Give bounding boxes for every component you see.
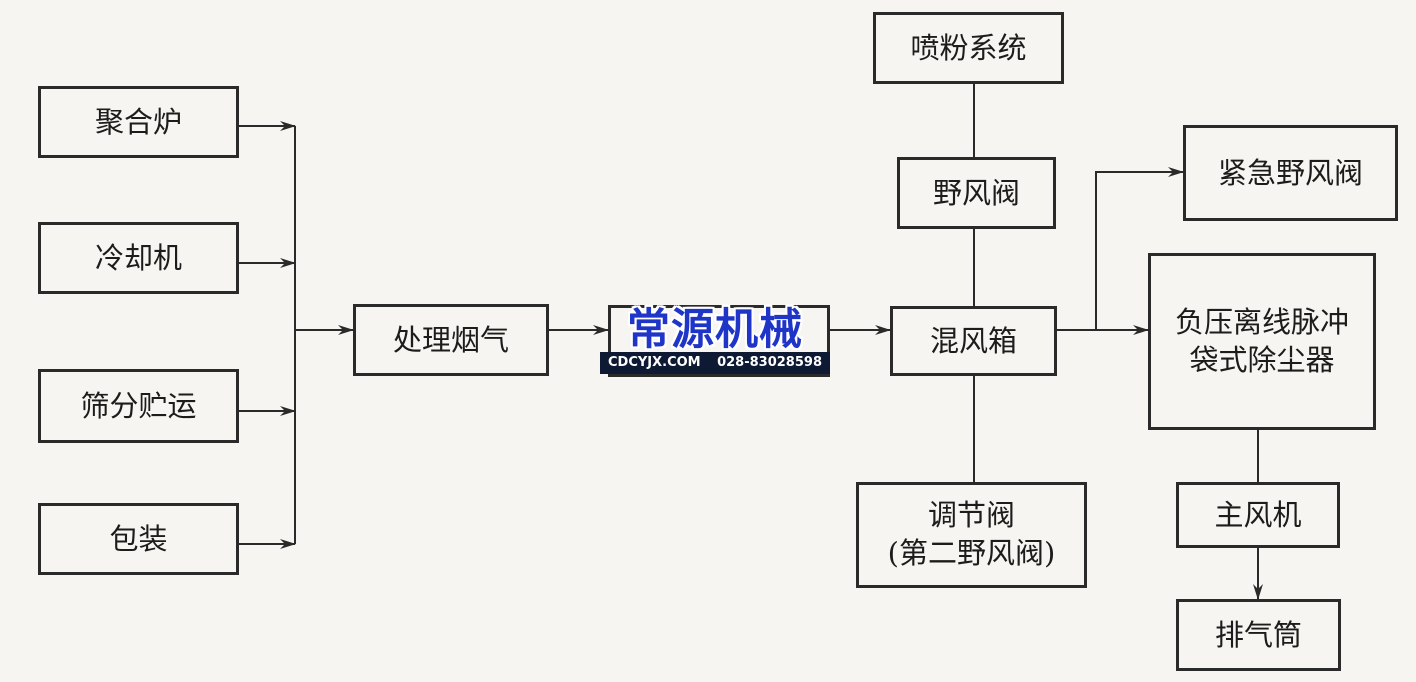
node-label: 筛分贮运 — [80, 388, 197, 423]
node-label: 处理烟气 — [392, 322, 509, 357]
node-label: 冷却机 — [94, 240, 182, 275]
watermark-logo: 常源机械 CDCYJX.COM 028-83028598 — [598, 308, 832, 376]
node-powder-spray-system: 喷粉系统 — [873, 12, 1064, 84]
node-label: 紧急野风阀 — [1217, 155, 1363, 190]
node-label-line-2: 袋式除尘器 — [1189, 342, 1335, 377]
node-screening-storage: 筛分贮运 — [38, 369, 239, 443]
arrow-to-emergency-valve — [1095, 167, 1184, 330]
node-wild-air-valve: 野风阀 — [897, 157, 1056, 229]
node-exhaust-stack: 排气筒 — [1176, 599, 1341, 671]
node-label: 聚合炉 — [94, 104, 182, 139]
watermark-contact-bar: CDCYJX.COM 028-83028598 — [600, 352, 830, 374]
node-main-fan: 主风机 — [1176, 482, 1340, 548]
node-label: 包装 — [109, 521, 168, 556]
node-polymerization-furnace: 聚合炉 — [38, 86, 239, 158]
node-label-line-2: (第二野风阀) — [887, 536, 1056, 570]
node-label: 混风箱 — [929, 323, 1017, 358]
node-regulating-valve: 调节阀 (第二野风阀) — [856, 482, 1087, 588]
node-mixing-box: 混风箱 — [890, 306, 1057, 376]
node-packaging: 包装 — [38, 503, 239, 575]
node-label: 喷粉系统 — [910, 30, 1027, 65]
node-label: 主风机 — [1214, 497, 1302, 532]
node-emergency-wild-air-valve: 紧急野风阀 — [1183, 125, 1398, 221]
node-bag-filter: 负压离线脉冲 袋式除尘器 — [1148, 253, 1376, 430]
watermark-site: CDCYJX.COM — [608, 355, 701, 370]
node-label-line-1: 调节阀 — [927, 498, 1015, 533]
node-cooler: 冷却机 — [38, 222, 239, 294]
node-process-fumes: 处理烟气 — [353, 304, 549, 376]
watermark-phone: 028-83028598 — [717, 355, 822, 370]
node-label: 排气筒 — [1214, 617, 1302, 652]
watermark-title: 常源机械 — [627, 305, 803, 355]
node-label: 野风阀 — [932, 175, 1020, 210]
node-label-line-1: 负压离线脉冲 — [1174, 304, 1349, 339]
